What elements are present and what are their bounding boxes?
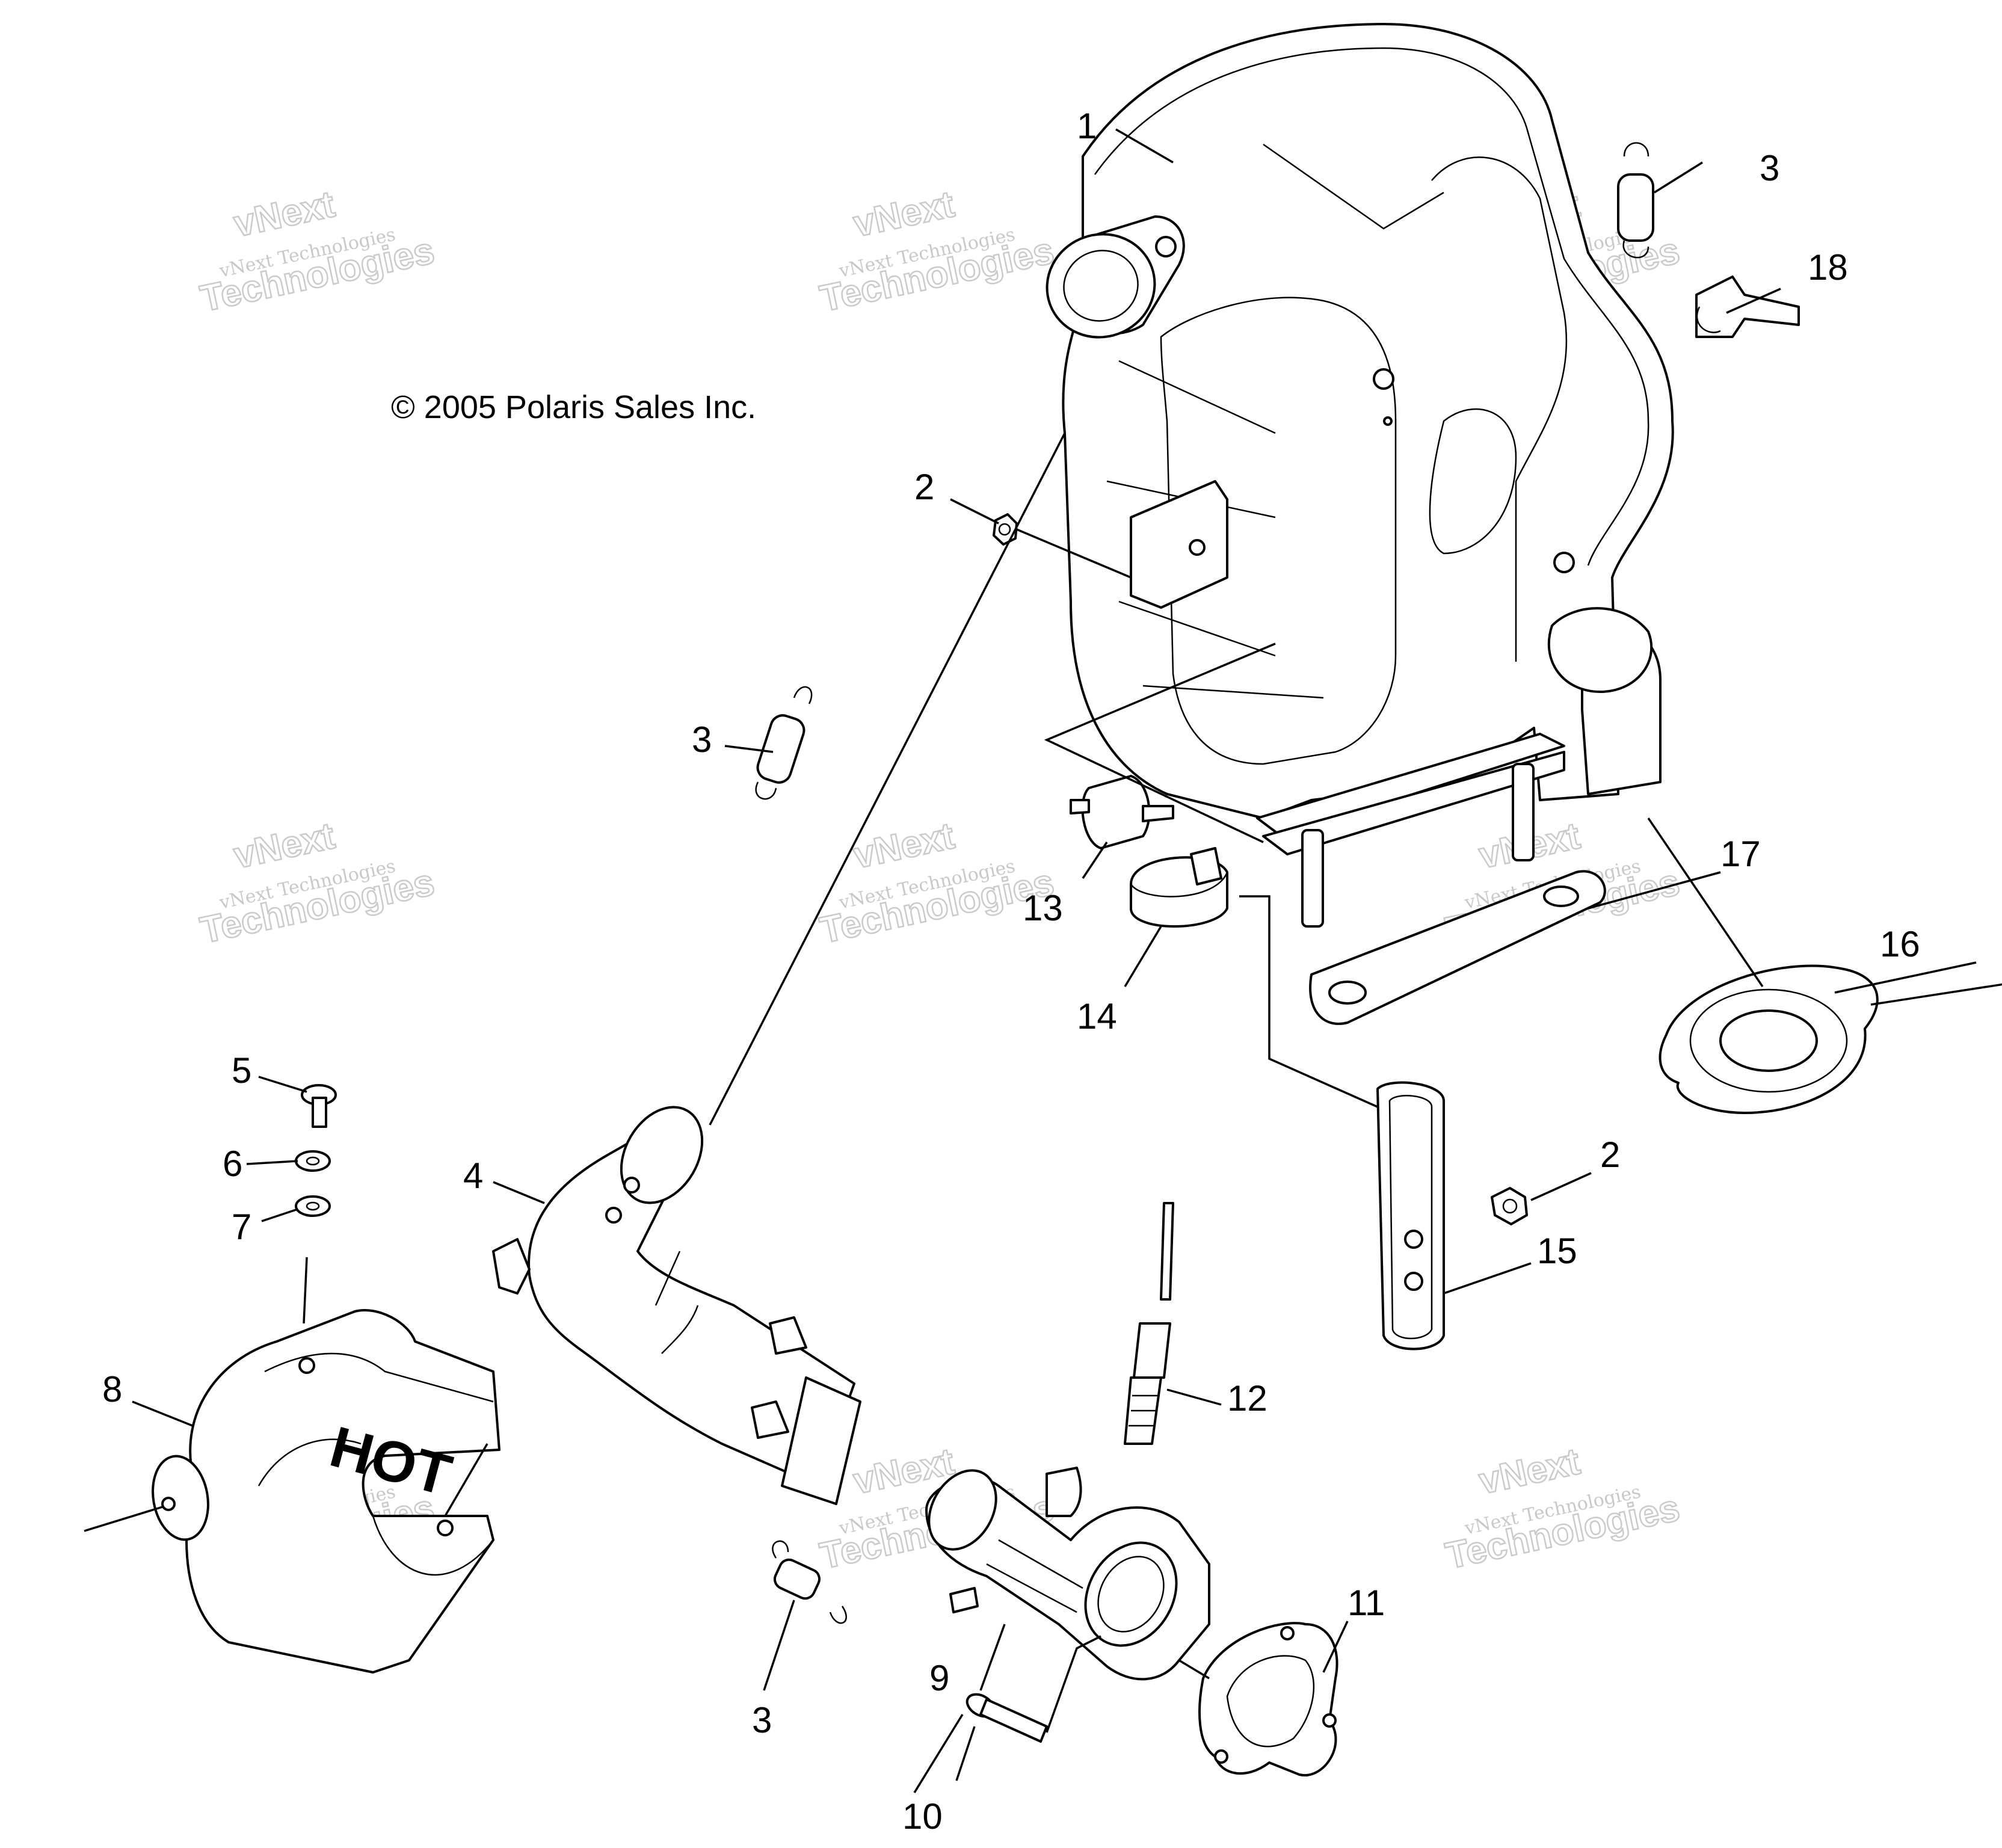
callout-17: 17 (1720, 834, 1761, 874)
svg-text:vNext: vNext (1476, 1441, 1584, 1503)
part-3-spring (1617, 142, 1654, 259)
svg-text:vNext: vNext (850, 815, 958, 877)
part-2-nut (993, 513, 1018, 546)
callout-7: 7 (232, 1207, 251, 1247)
callout-18: 18 (1808, 247, 1848, 288)
part-6-washer (295, 1150, 331, 1172)
part-9-manifold (925, 1467, 1210, 1681)
callout-3: 3 (692, 719, 712, 760)
callout-8: 8 (102, 1369, 122, 1409)
callout-10: 10 (902, 1796, 943, 1837)
callout-13: 13 (1023, 888, 1063, 928)
copyright-text: © 2005 Polaris Sales Inc. (391, 389, 756, 425)
callout-16: 16 (1880, 924, 1920, 964)
callout-11: 11 (1348, 1583, 1385, 1623)
part-11-gasket (1198, 1622, 1338, 1777)
part-1-muffler (1046, 23, 1674, 928)
callout-15: 15 (1537, 1231, 1577, 1271)
part-12-sensor (1124, 1202, 1174, 1445)
part-2-nut (1491, 1187, 1528, 1225)
callout-12: 12 (1227, 1378, 1267, 1418)
part-3-spring (772, 1540, 847, 1624)
callout-3: 3 (1760, 148, 1779, 188)
watermark: vNext vNext Technologies Technologies (816, 815, 1058, 952)
callout-5: 5 (232, 1050, 251, 1091)
part-7-washer (295, 1195, 331, 1217)
part-14-strap (1130, 847, 1228, 928)
callout-4: 4 (463, 1156, 483, 1196)
watermark: vNext vNext Technologies Technologies (196, 183, 439, 321)
watermark: vNext vNext Technologies Technologies (196, 815, 439, 952)
svg-text:vNext: vNext (850, 183, 958, 245)
part-10-bolt (966, 1693, 1048, 1743)
part-16-gasket (1659, 964, 1879, 1114)
part-5-bolt (301, 1084, 337, 1128)
part-17-plate (1309, 870, 1606, 1025)
callout-2: 2 (1600, 1135, 1620, 1175)
callout-labels: 1 2 3 18 3 13 17 14 16 5 6 7 4 2 15 8 12… (102, 106, 1920, 1837)
watermark: vNext vNext Technologies Technologies (816, 183, 1058, 321)
callout-9: 9 (929, 1658, 949, 1698)
callout-3: 3 (752, 1700, 772, 1740)
part-3-spring (755, 686, 813, 800)
svg-text:vNext: vNext (230, 183, 339, 245)
callout-1: 1 (1077, 106, 1097, 146)
leader-lines (84, 128, 2002, 1793)
bracket-hole (1189, 539, 1206, 556)
watermark: vNext vNext Technologies Technologies (1441, 1440, 1684, 1578)
part-4-exhaust-pipe (492, 1106, 861, 1505)
part-15-gasket (1376, 1081, 1445, 1351)
part-13-grommet (1070, 775, 1174, 849)
callout-6: 6 (223, 1144, 242, 1184)
part-8-heat-shield: HOT (152, 1309, 500, 1674)
callout-14: 14 (1077, 996, 1117, 1036)
muffler-bracket (1130, 480, 1228, 609)
callout-2: 2 (914, 467, 934, 507)
svg-text:vNext: vNext (230, 815, 339, 877)
part-18-clip (1695, 276, 1800, 338)
